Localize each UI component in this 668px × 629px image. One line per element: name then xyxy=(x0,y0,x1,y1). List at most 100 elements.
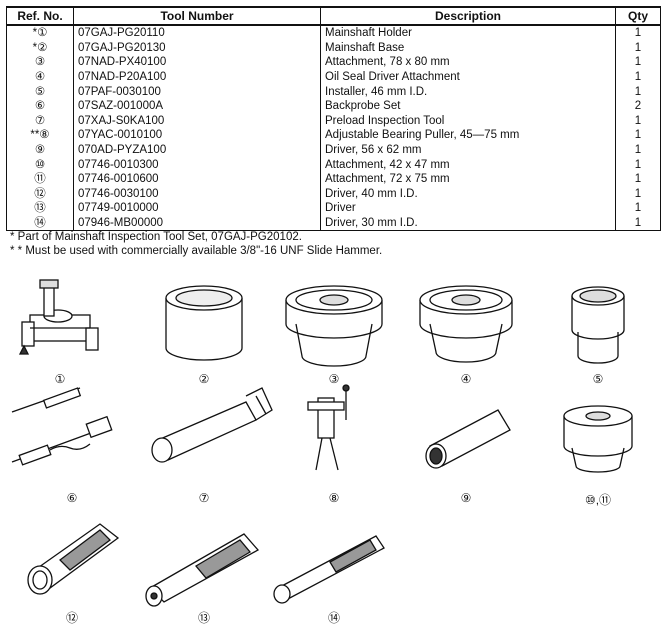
figure-label-3: ③ xyxy=(328,372,340,386)
description-cell: Mainshaft Base xyxy=(320,40,616,56)
oil-seal-driver-attachment-illustration xyxy=(419,285,513,363)
ref-no-cell: ⑤ xyxy=(6,84,74,99)
tool-number-cell: 07749-0010000 xyxy=(73,201,321,216)
ref-no-cell: ⑥ xyxy=(6,98,74,114)
tool-number-cell: 070AD-PYZA100 xyxy=(73,142,321,158)
attachment-78x80-illustration xyxy=(285,285,383,367)
figure-label-2: ② xyxy=(198,372,210,386)
qty-cell: 1 xyxy=(615,215,661,232)
figure-label-6: ⑥ xyxy=(66,491,78,505)
tool-number-cell: 07NAD-P20A100 xyxy=(73,69,321,85)
qty-cell: 1 xyxy=(615,142,661,158)
ref-no-cell: ⑬ xyxy=(6,201,74,216)
description-cell: Attachment, 72 x 75 mm xyxy=(320,171,616,187)
tool-number-cell: 07GAJ-PG20130 xyxy=(73,40,321,56)
header-description: Description xyxy=(320,6,616,26)
ref-no-cell: ③ xyxy=(6,55,74,70)
driver-30mm-illustration xyxy=(273,535,385,604)
figure-label-9: ⑨ xyxy=(460,491,472,505)
qty-cell: 1 xyxy=(615,157,661,172)
table-header-row: Ref. No. Tool Number Description Qty xyxy=(6,6,661,26)
qty-cell: 1 xyxy=(615,40,661,56)
tool-number-cell: 07946-MB00000 xyxy=(73,215,321,232)
bearing-puller-illustration xyxy=(307,384,350,471)
tool-number-cell: 07SAZ-001000A xyxy=(73,98,321,114)
preload-inspection-tool-illustration xyxy=(151,387,273,463)
tool-number-cell: 07746-0030100 xyxy=(73,186,321,202)
description-cell: Driver, 30 mm I.D. xyxy=(320,215,616,232)
qty-cell: 1 xyxy=(615,55,661,70)
backprobe-set-illustration xyxy=(11,387,113,466)
qty-cell: 1 xyxy=(615,171,661,187)
ref-no-cell: ⑦ xyxy=(6,113,74,129)
description-cell: Attachment, 42 x 47 mm xyxy=(320,157,616,172)
mainshaft-base-illustration xyxy=(165,285,243,361)
driver-illustration xyxy=(145,533,260,607)
figure-label-4: ④ xyxy=(460,372,472,386)
ref-no-cell: ⑫ xyxy=(6,186,74,202)
tool-number-cell: 07XAJ-S0KA100 xyxy=(73,113,321,129)
ref-no-cell: **⑧ xyxy=(6,128,74,143)
ref-no-cell: ④ xyxy=(6,69,74,85)
ref-no-cell: ⑩ xyxy=(6,157,74,172)
ref-no-cell: ⑪ xyxy=(6,171,74,187)
description-cell: Backprobe Set xyxy=(320,98,616,114)
tool-number-cell: 07PAF-0030100 xyxy=(73,84,321,99)
qty-cell: 1 xyxy=(615,186,661,202)
ref-no-cell: ⑨ xyxy=(6,142,74,158)
description-cell: Driver, 56 x 62 mm xyxy=(320,142,616,158)
footnotes: * Part of Mainshaft Inspection Tool Set,… xyxy=(10,230,382,258)
tool-number-cell: 07GAJ-PG20110 xyxy=(73,25,321,41)
description-cell: Oil Seal Driver Attachment xyxy=(320,69,616,85)
description-cell: Attachment, 78 x 80 mm xyxy=(320,55,616,70)
description-cell: Driver, 40 mm I.D. xyxy=(320,186,616,202)
qty-cell: 1 xyxy=(615,84,661,99)
driver-40mm-illustration xyxy=(27,523,120,595)
installer-46mm-illustration xyxy=(571,286,625,364)
attachment-42-72-illustration xyxy=(563,405,633,473)
tool-illustrations xyxy=(11,279,633,607)
description-cell: Mainshaft Holder xyxy=(320,25,616,41)
header-ref-no: Ref. No. xyxy=(6,6,74,26)
tool-number-cell: 07NAD-PX40100 xyxy=(73,55,321,70)
header-tool-number: Tool Number xyxy=(73,6,321,26)
description-cell: Adjustable Bearing Puller, 45—75 mm xyxy=(320,128,616,143)
figure-label-14: ⑭ xyxy=(327,611,341,625)
header-qty: Qty xyxy=(615,6,661,26)
tool-number-cell: 07YAC-0010100 xyxy=(73,128,321,143)
figure-label-7: ⑦ xyxy=(198,491,210,505)
tool-number-cell: 07746-0010600 xyxy=(73,171,321,187)
description-cell: Installer, 46 mm I.D. xyxy=(320,84,616,99)
tool-number-cell: 07746-0010300 xyxy=(73,157,321,172)
description-cell: Preload Inspection Tool xyxy=(320,113,616,129)
qty-cell: 1 xyxy=(615,201,661,216)
qty-cell: 1 xyxy=(615,113,661,129)
figure-label-5: ⑤ xyxy=(592,372,604,386)
driver-56x62-illustration xyxy=(425,409,511,469)
qty-cell: 1 xyxy=(615,128,661,143)
qty-cell: 1 xyxy=(615,25,661,41)
figure-label-12: ⑫ xyxy=(65,611,79,625)
figure-label-10-11: ⑩,⑪ xyxy=(584,493,612,507)
description-cell: Driver xyxy=(320,201,616,216)
ref-no-cell: *② xyxy=(6,40,74,56)
figure-label-1: ① xyxy=(54,372,66,386)
mainshaft-holder-illustration xyxy=(18,279,99,355)
ref-no-cell: ⑭ xyxy=(6,215,74,232)
ref-no-cell: *① xyxy=(6,25,74,41)
